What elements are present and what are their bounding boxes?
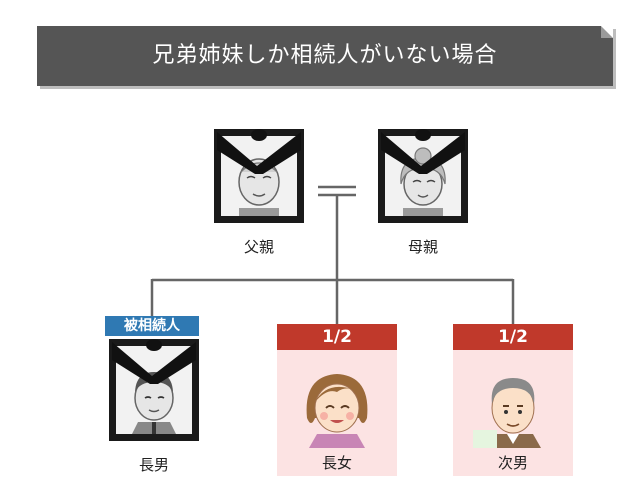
eldest-son-label: 長男 (138, 456, 169, 474)
second-son-share-badge: 1/2 (453, 324, 573, 350)
decedent-badge: 被相続人 (105, 316, 199, 336)
second-son-label: 次男 (497, 454, 528, 472)
eldest-son-portrait (109, 339, 199, 441)
man-icon (473, 378, 541, 448)
mourning-ribbon (217, 132, 301, 174)
title-banner: 兄弟姉妹しか相続人がいない場合 (37, 26, 613, 86)
mother-portrait (378, 129, 468, 223)
woman-icon (306, 374, 368, 448)
father-portrait (214, 129, 304, 223)
title-corner-fold (601, 26, 613, 38)
eldest-daughter-label: 長女 (321, 454, 352, 472)
eldest-daughter-card: 1/2 長女 (277, 324, 397, 476)
mourning-ribbon (112, 342, 196, 384)
page-title: 兄弟姉妹しか相続人がいない場合 (152, 43, 498, 68)
eldest-daughter-share-badge: 1/2 (277, 324, 397, 350)
father-label: 父親 (243, 238, 274, 256)
second-son-card: 1/2 次男 (453, 324, 573, 476)
mother-label: 母親 (407, 238, 438, 256)
mourning-ribbon (381, 132, 465, 174)
